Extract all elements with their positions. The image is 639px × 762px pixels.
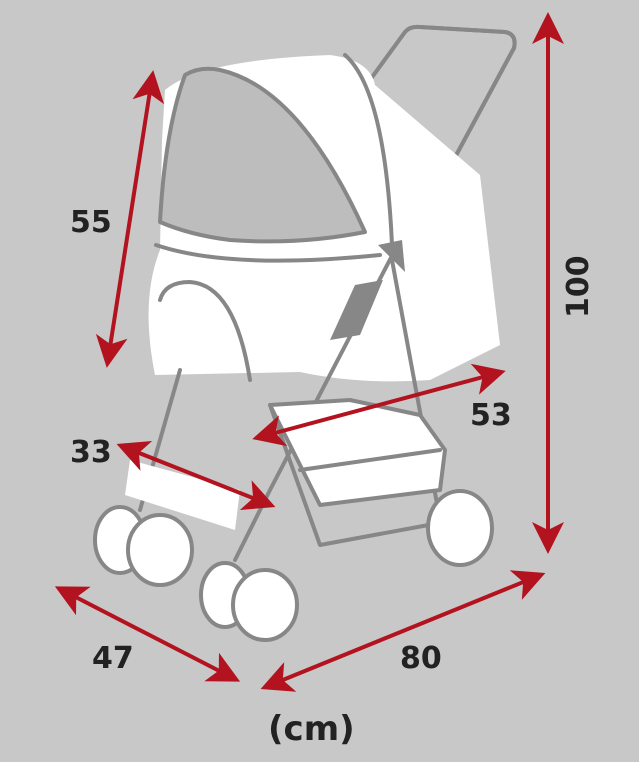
unit-label: (cm)	[268, 709, 355, 749]
seat-width-label: 33	[70, 435, 112, 470]
length-arrow	[260, 570, 546, 692]
stroller-illustration	[93, 24, 517, 642]
seat-depth-label: 53	[470, 398, 512, 433]
seat-depth-arrow	[252, 363, 506, 447]
hinge	[378, 240, 405, 272]
canopy-height-arrow	[95, 70, 165, 368]
width-label: 47	[92, 641, 134, 676]
length-label: 80	[400, 641, 442, 676]
fold-clip	[330, 280, 383, 340]
total-height-label: 100	[561, 255, 596, 318]
canopy-height-label: 55	[70, 205, 112, 240]
dimension-arrows	[54, 12, 564, 692]
seat-width-arrow	[116, 440, 276, 511]
width-arrow	[54, 586, 241, 682]
